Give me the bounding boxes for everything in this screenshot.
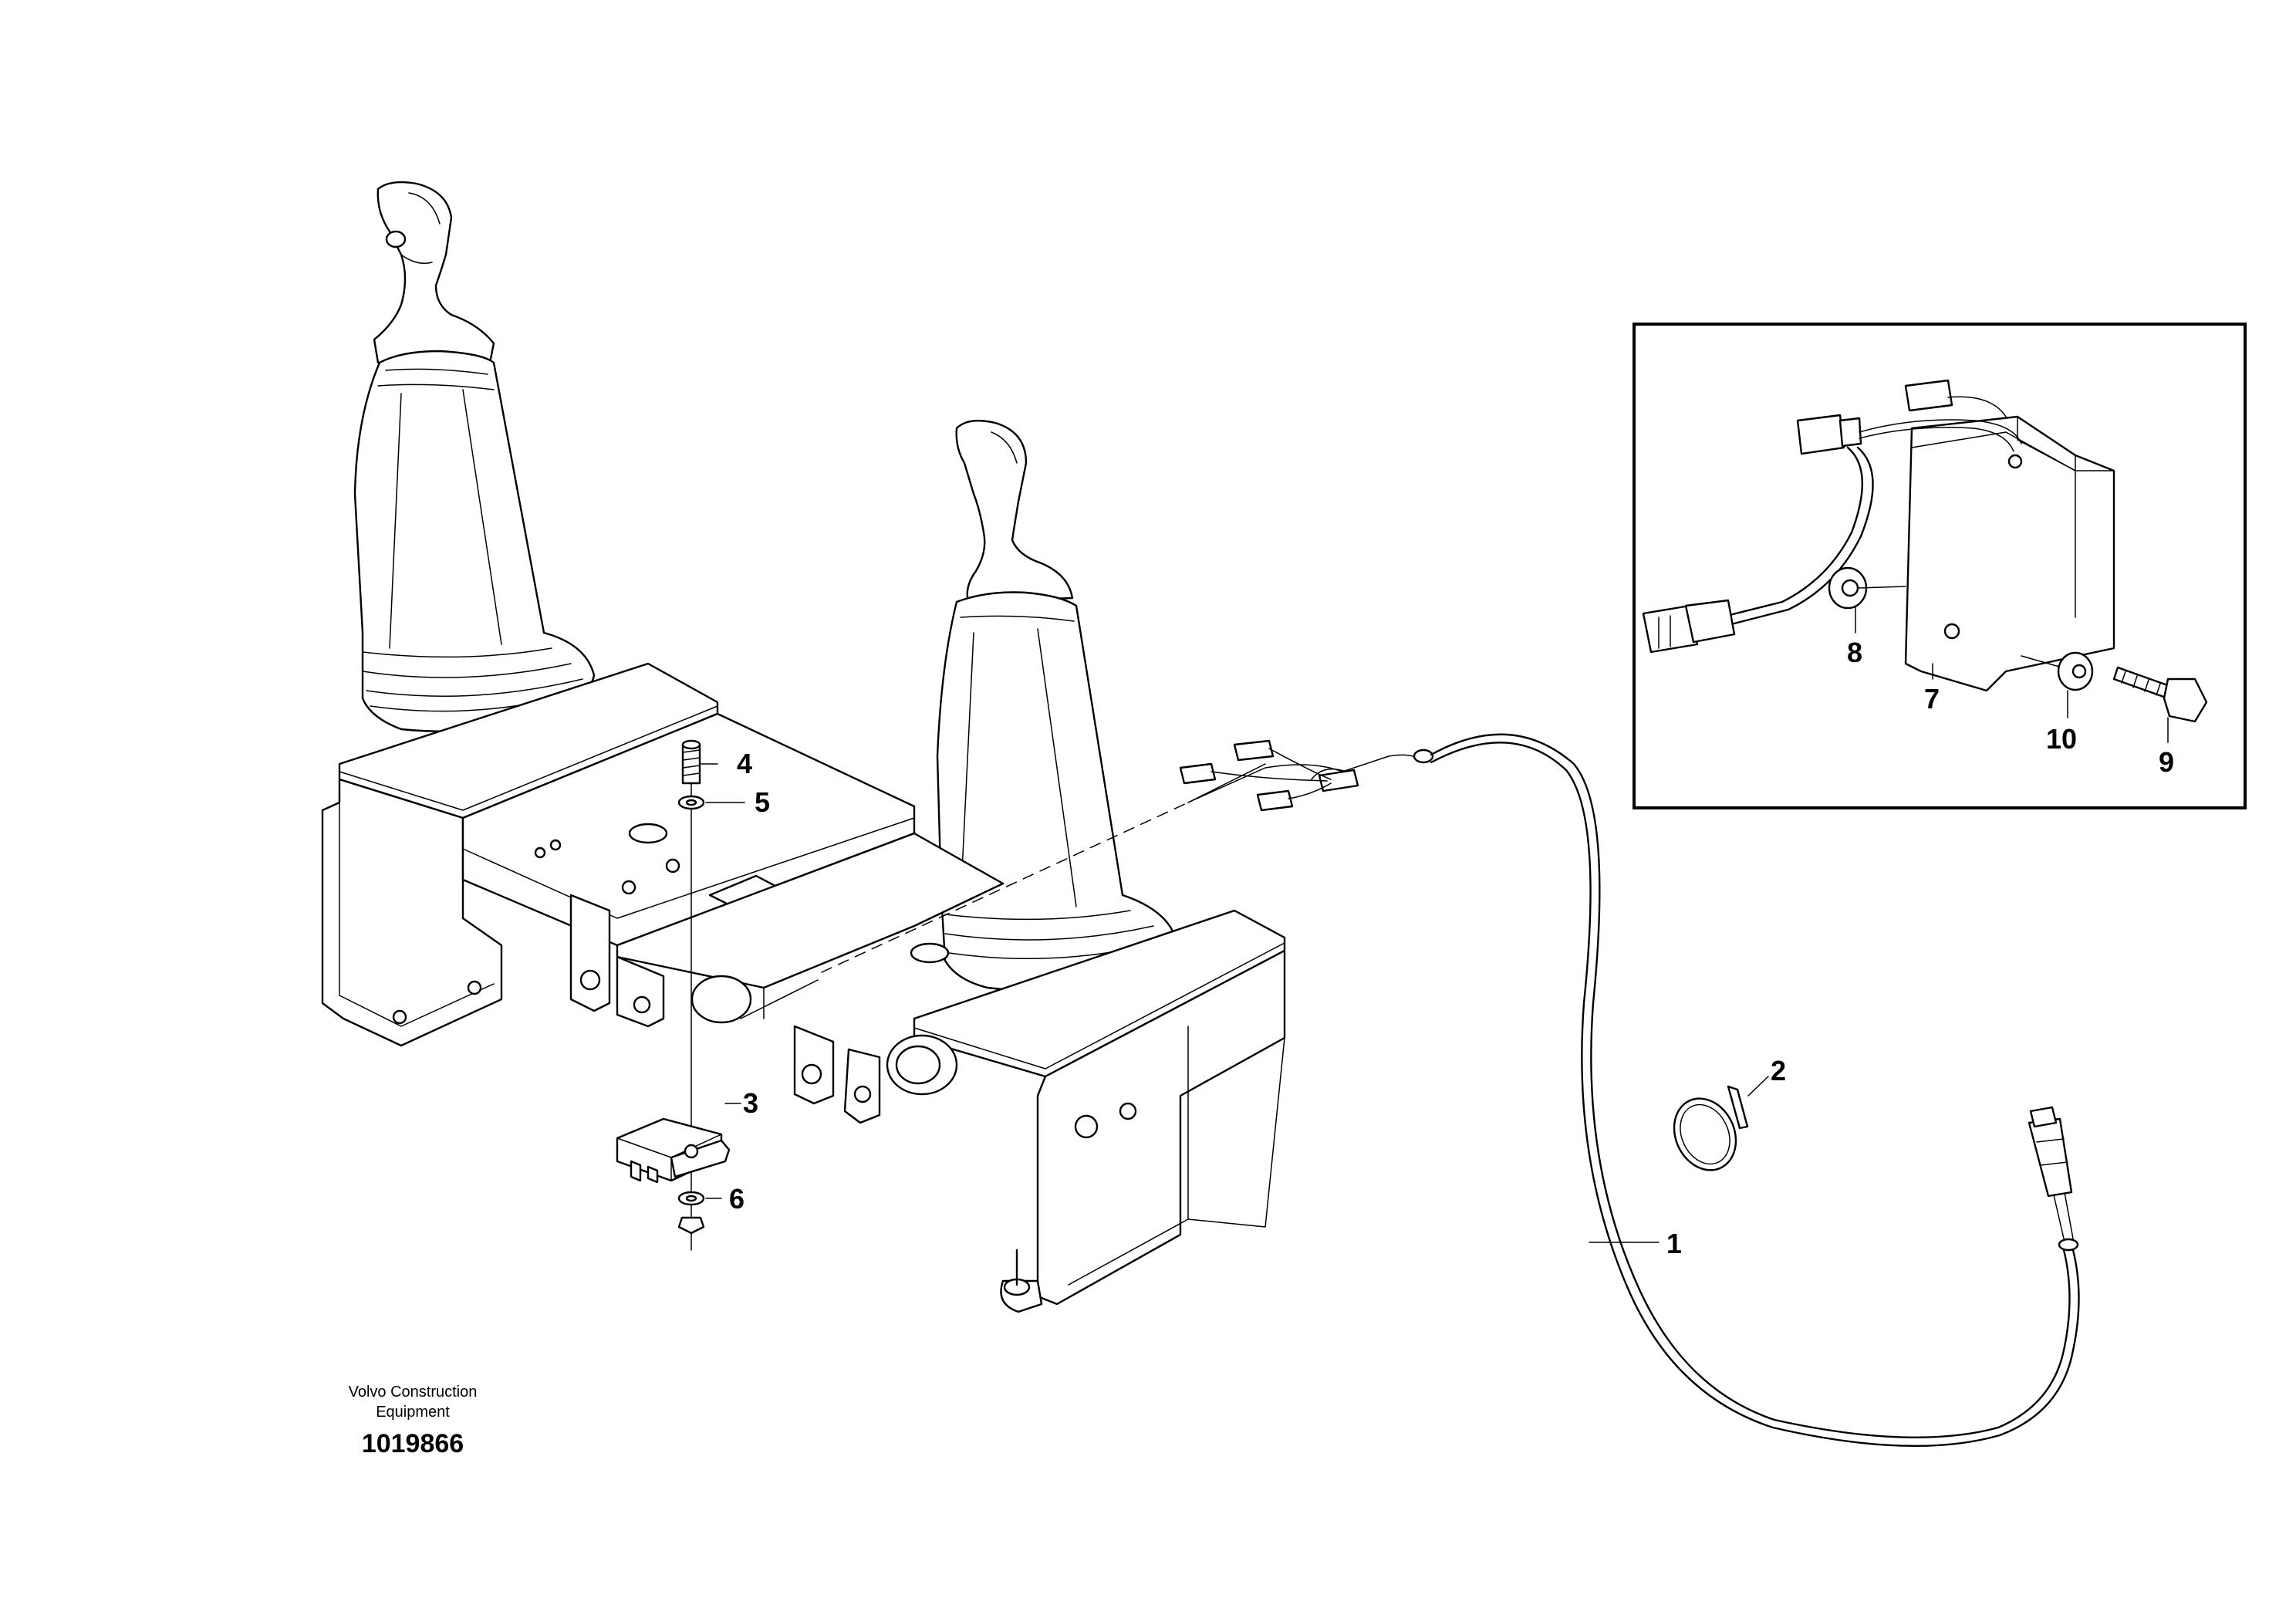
wire-harness bbox=[1179, 733, 2080, 1448]
company-name-line1: Volvo Construction bbox=[349, 1384, 478, 1401]
callout-5: 5 bbox=[755, 786, 770, 818]
cable-tie bbox=[1673, 1085, 1749, 1171]
callout-8: 8 bbox=[1847, 637, 1862, 668]
detail-inset bbox=[1633, 323, 2247, 809]
switch-assembly bbox=[616, 739, 731, 1251]
callout-1: 1 bbox=[1666, 1228, 1682, 1259]
mounting-frame bbox=[321, 712, 1286, 1313]
callout-2: 2 bbox=[1771, 1055, 1786, 1086]
document-number: 1019866 bbox=[362, 1429, 464, 1458]
callout-9: 9 bbox=[2159, 746, 2174, 778]
callout-4: 4 bbox=[737, 748, 752, 779]
callout-3: 3 bbox=[743, 1087, 758, 1119]
company-name-line2: Equipment bbox=[376, 1404, 450, 1421]
callout-6: 6 bbox=[729, 1183, 745, 1215]
callout-10: 10 bbox=[2046, 723, 2077, 755]
left-joystick bbox=[338, 181, 719, 819]
leader-lines bbox=[701, 605, 2169, 1243]
right-joystick bbox=[913, 420, 1286, 1078]
callout-7: 7 bbox=[1924, 683, 1940, 715]
